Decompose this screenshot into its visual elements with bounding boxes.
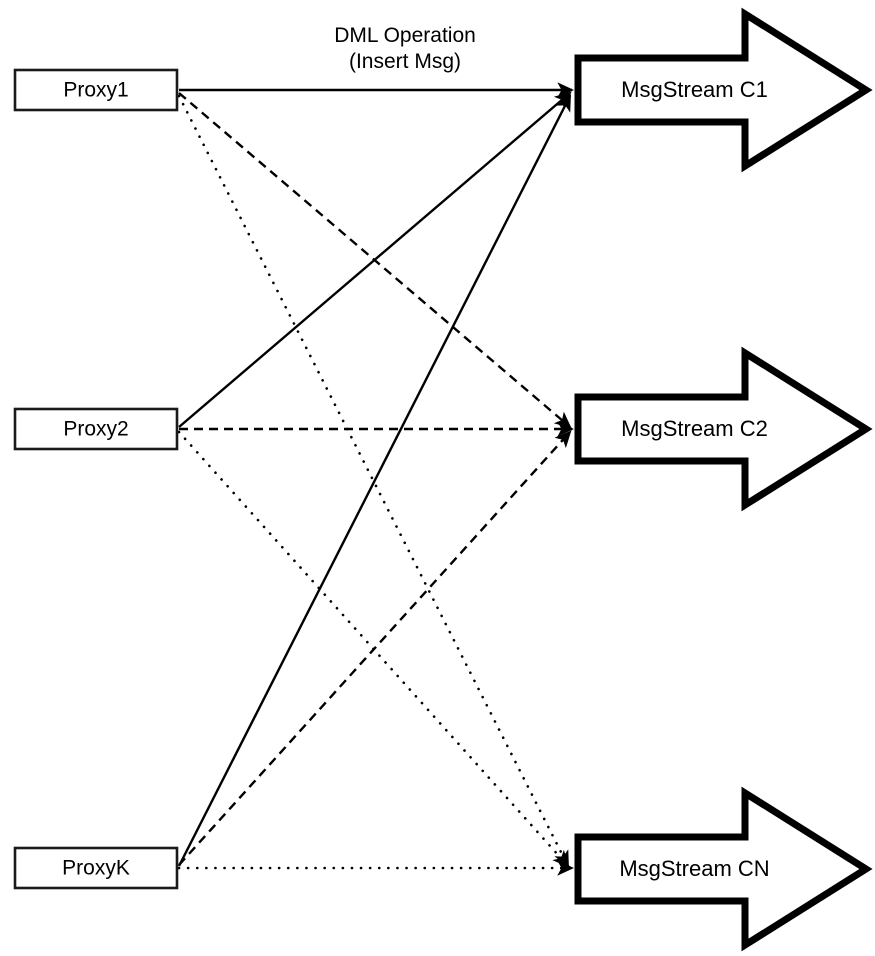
proxy-label: Proxy1 bbox=[63, 79, 128, 102]
edge-proxyk-to-stream-c1[interactable] bbox=[177, 94, 572, 867]
block-arrow-icon[interactable] bbox=[574, 786, 873, 952]
proxy-box-rect[interactable] bbox=[13, 407, 179, 451]
edge-proxyk-to-stream-c2[interactable] bbox=[178, 430, 572, 866]
edge-proxy2-to-stream-c1[interactable] bbox=[178, 91, 572, 428]
edge-label-line1: DML Operation bbox=[334, 24, 476, 47]
stream-label: MsgStream C2 bbox=[621, 416, 768, 441]
stream-node-group: MsgStream C1 MsgStream C2 MsgStream CN bbox=[574, 7, 873, 952]
proxy-label: Proxy2 bbox=[63, 418, 128, 441]
proxy-node-proxy1[interactable]: Proxy1 bbox=[13, 68, 179, 112]
stream-node-c1[interactable]: MsgStream C1 bbox=[574, 7, 873, 173]
proxy-node-proxy2[interactable]: Proxy2 bbox=[13, 407, 179, 451]
proxy-label: ProxyK bbox=[62, 857, 130, 880]
edge-label-dml-operation: DML Operation (Insert Msg) bbox=[334, 24, 476, 73]
proxy-node-proxyk[interactable]: ProxyK bbox=[13, 846, 179, 890]
stream-label: MsgStream C1 bbox=[621, 77, 768, 102]
edge-layer bbox=[177, 82, 575, 876]
block-arrow-icon[interactable] bbox=[574, 346, 873, 512]
edge-proxy1-to-stream-cn[interactable] bbox=[177, 94, 570, 868]
stream-label: MsgStream CN bbox=[619, 856, 769, 881]
proxy-box-rect[interactable] bbox=[13, 846, 179, 890]
proxy-node-group: Proxy1 Proxy2 ProxyK bbox=[13, 68, 179, 890]
edge-label-line2: (Insert Msg) bbox=[349, 50, 461, 73]
block-arrow-icon[interactable] bbox=[574, 7, 873, 173]
stream-node-c2[interactable]: MsgStream C2 bbox=[574, 346, 873, 512]
proxy-box-rect[interactable] bbox=[13, 68, 179, 112]
stream-node-cn[interactable]: MsgStream CN bbox=[574, 786, 873, 952]
